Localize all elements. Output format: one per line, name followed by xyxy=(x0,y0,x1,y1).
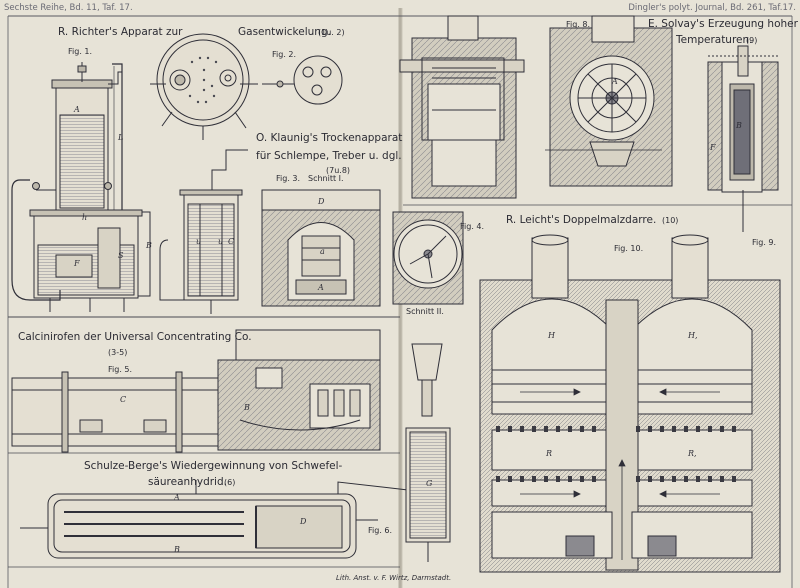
fig5-label: Fig. 5. xyxy=(108,365,133,374)
title-gasentwickelung: Gasentwickelung. xyxy=(238,26,331,38)
svg-text:B: B xyxy=(735,121,742,130)
svg-text:A: A xyxy=(73,105,80,114)
fig10-arrows xyxy=(520,388,720,560)
footer-lithograph: Lith. Anst. v. F. Wirtz, Darmstadt. xyxy=(336,574,452,582)
svg-text:D: D xyxy=(317,197,325,206)
fig1-drawing xyxy=(11,62,151,312)
fig8-label: Fig. 8. xyxy=(566,20,591,29)
title-solvay-ref: (9) xyxy=(746,36,758,45)
svg-text:A: A xyxy=(317,283,324,292)
title-solvay-2: Temperaturen. xyxy=(676,34,753,46)
fig4-drawing xyxy=(392,211,464,305)
fig8-wheel-drawing xyxy=(545,15,673,187)
fig3-label: Fig. 3. xyxy=(276,174,301,183)
fig10-teeth xyxy=(496,426,736,482)
svg-text:B: B xyxy=(145,241,152,250)
fig10-drawing xyxy=(479,234,781,573)
svg-text:C: C xyxy=(228,237,234,246)
schnitt1-label: Schnitt I. xyxy=(308,174,344,183)
svg-text:G: G xyxy=(426,479,433,488)
svg-text:A: A xyxy=(173,493,180,502)
svg-text:B: B xyxy=(173,545,180,554)
header-right: Dingler's polyt. Journal, Bd. 261, Taf.1… xyxy=(628,3,796,13)
title-richter: R. Richter's Apparat zur xyxy=(58,26,183,38)
title-solvay-1: E. Solvay's Erzeugung hoher xyxy=(648,18,798,30)
title-schulze-ref: (6) xyxy=(224,478,236,487)
fig1-label: Fig. 1. xyxy=(68,47,93,56)
title-calcinir-ref: (3-5) xyxy=(108,348,128,357)
title-calcinir: Calcinirofen der Universal Concentrating… xyxy=(18,331,252,343)
title-leicht: R. Leicht's Doppelmalzdarre. xyxy=(506,214,657,226)
fig3-drawing xyxy=(261,189,381,307)
fig2-label: Fig. 2. xyxy=(272,50,297,59)
title-leicht-ref: (10) xyxy=(662,216,679,225)
svg-text:C: C xyxy=(120,395,126,404)
svg-text:F: F xyxy=(709,143,716,152)
svg-text:D: D xyxy=(299,517,307,526)
fig9-label: Fig. 9. xyxy=(752,238,777,247)
svg-text:R,: R, xyxy=(687,449,697,458)
fig10-label: Fig. 10. xyxy=(614,244,644,253)
fig2-drawing xyxy=(150,33,343,140)
fig4-label: Fig. 4. xyxy=(460,222,485,231)
header-left: Sechste Reihe, Bd. 11, Taf. 17. xyxy=(4,3,133,13)
fig9-drawing xyxy=(707,45,780,232)
title-klaunig-ref: (7u.8) xyxy=(326,166,351,175)
svg-text:R: R xyxy=(545,449,552,458)
title-klaunig-1: O. Klaunig's Trockenapparat xyxy=(256,132,403,144)
svg-text:A: A xyxy=(611,77,618,86)
title-schulze-2: säureanhydrid. xyxy=(148,476,227,488)
svg-text:B: B xyxy=(243,403,250,412)
fig8-drawing xyxy=(399,15,525,199)
fig7-drawing xyxy=(159,149,248,314)
title-richter-ref: (1u. 2) xyxy=(318,28,345,37)
svg-text:H: H xyxy=(547,331,556,340)
svg-text:a: a xyxy=(320,247,325,256)
svg-text:u: u xyxy=(218,237,223,246)
title-klaunig-2: für Schlempe, Treber u. dgl. xyxy=(256,150,402,162)
schnitt2-label: Schnitt II. xyxy=(406,307,444,316)
svg-text:h: h xyxy=(82,213,87,222)
svg-text:S: S xyxy=(118,251,124,260)
svg-text:F: F xyxy=(73,259,80,268)
fig2-dots xyxy=(188,56,218,104)
svg-text:u: u xyxy=(196,237,201,246)
fig6-drawing xyxy=(20,343,451,562)
svg-text:H,: H, xyxy=(687,331,698,340)
fig5-drawing xyxy=(11,329,381,453)
svg-text:L: L xyxy=(117,133,123,142)
title-schulze-1: Schulze-Berge's Wiedergewinnung von Schw… xyxy=(84,460,343,472)
fig6-label: Fig. 6. xyxy=(368,526,393,535)
